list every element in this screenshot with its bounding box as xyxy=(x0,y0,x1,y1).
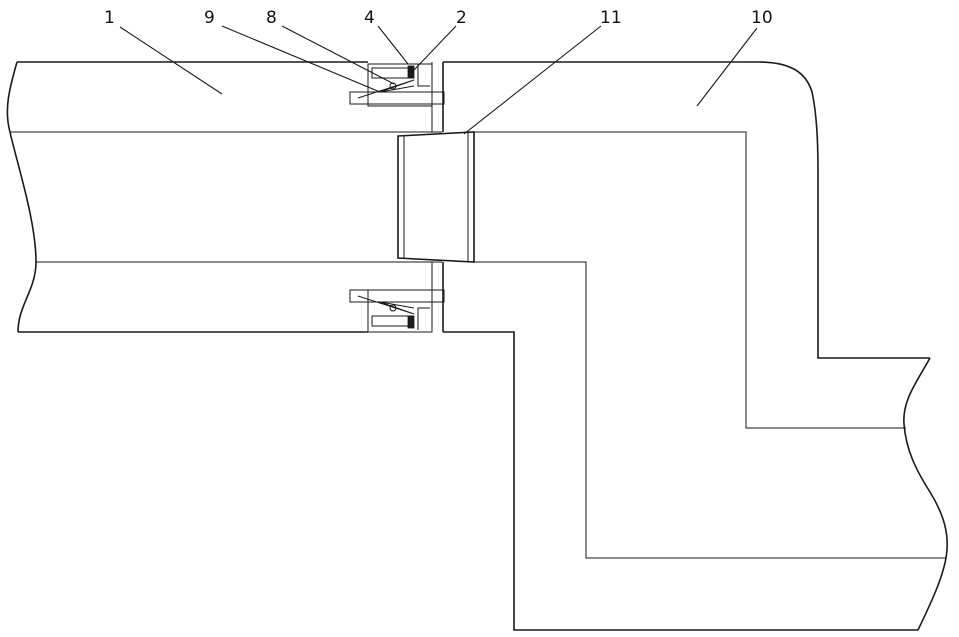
callout-labels: 1 9 8 4 2 11 10 xyxy=(104,8,773,28)
leader-11 xyxy=(464,26,601,134)
callout-2: 2 xyxy=(456,8,467,28)
upper-spring xyxy=(358,80,414,98)
lower-clamp-inner-box xyxy=(372,316,412,326)
callout-9: 9 xyxy=(204,8,215,28)
right-bent-pipe xyxy=(443,62,947,630)
sleeve-body xyxy=(398,132,474,262)
lower-bolt-guide xyxy=(418,308,430,330)
sleeve-insert xyxy=(398,132,474,262)
upper-bolt-guide xyxy=(418,64,430,86)
lower-spring xyxy=(358,296,414,314)
right-pipe-inner-lower xyxy=(474,262,946,558)
left-pipe-break-line xyxy=(7,62,36,332)
upper-clamp-inner-box xyxy=(372,68,412,78)
lower-clamp-assembly xyxy=(350,290,444,332)
callout-8: 8 xyxy=(266,8,277,28)
right-pipe-inner-upper xyxy=(474,132,906,428)
leader-lines xyxy=(120,26,757,134)
flange-plate xyxy=(432,62,443,332)
callout-1: 1 xyxy=(104,8,115,28)
callout-10: 10 xyxy=(751,8,773,28)
leader-4 xyxy=(378,26,408,64)
lower-clamp-lip xyxy=(350,290,444,302)
leader-2 xyxy=(414,26,456,70)
lower-bolt xyxy=(408,316,414,328)
right-pipe-outer-top xyxy=(443,62,930,358)
callout-11: 11 xyxy=(600,8,622,28)
leader-10 xyxy=(697,28,757,106)
callout-4: 4 xyxy=(364,8,375,28)
right-pipe-outer-break xyxy=(904,358,947,630)
upper-clamp-lip xyxy=(350,92,444,104)
upper-bolt xyxy=(408,66,414,78)
left-pipe xyxy=(7,62,442,332)
leader-1 xyxy=(120,27,222,94)
leader-8 xyxy=(282,26,394,84)
right-pipe-outer-bottom xyxy=(443,332,918,630)
